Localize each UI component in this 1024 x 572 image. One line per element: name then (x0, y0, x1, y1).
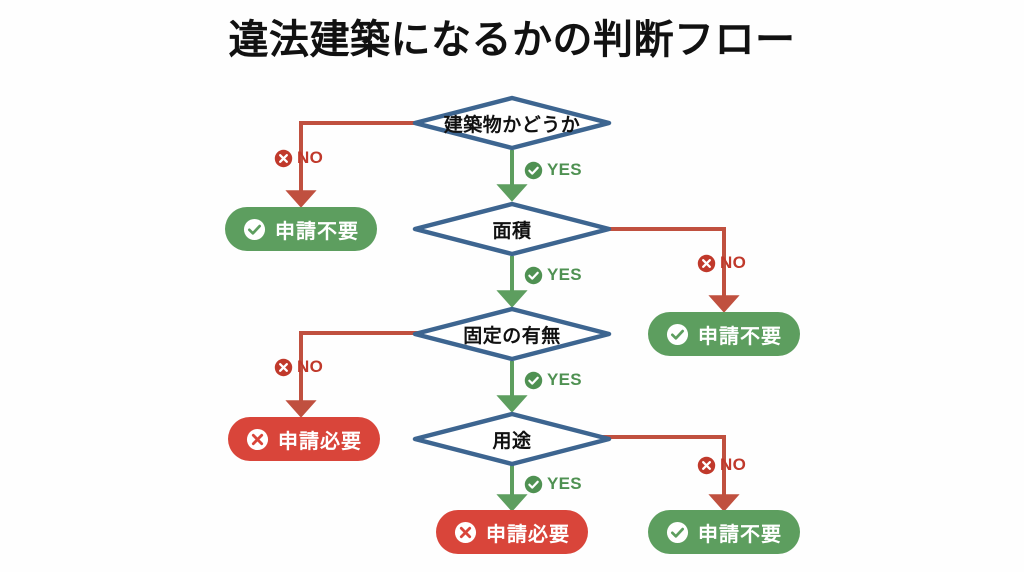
decision-node-usage[interactable]: 用途 (412, 411, 612, 467)
diamond-shape (412, 201, 612, 257)
result-pill-application-required-2[interactable]: 申請必要 (436, 510, 588, 554)
decision-node-fixed[interactable]: 固定の有無 (412, 306, 612, 362)
wire-d1-no (285, 121, 425, 208)
decision-label: 建築物かどうか (443, 114, 581, 136)
result-pill-no-application-1[interactable]: 申請不要 (225, 207, 377, 251)
result-label: 申請不要 (698, 325, 782, 348)
edge-marker-label: NO (297, 148, 324, 167)
wire-d3-no (285, 331, 425, 418)
result-label: 申請必要 (278, 430, 362, 453)
check-circle-icon (524, 161, 543, 179)
result-pill-no-application-2[interactable]: 申請不要 (648, 312, 800, 356)
cross-circle-icon (697, 456, 716, 474)
decision-label: 固定の有無 (463, 325, 561, 347)
check-circle-icon (243, 218, 266, 240)
wire-d2-no (600, 227, 740, 313)
edge-marker-label: YES (547, 265, 582, 284)
diamond-shape (412, 411, 612, 467)
edge-marker-no-2: NO (697, 253, 746, 273)
check-circle-icon (524, 371, 543, 389)
result-label: 申請不要 (275, 220, 359, 243)
edge-marker-label: YES (547, 474, 582, 493)
decision-node-building[interactable]: 建築物かどうか (412, 95, 612, 151)
result-pill-no-application-3[interactable]: 申請不要 (648, 510, 800, 554)
edge-marker-yes-1: YES (524, 160, 582, 180)
result-label: 申請必要 (486, 523, 570, 546)
edge-marker-label: YES (547, 160, 582, 179)
edge-marker-yes-2: YES (524, 265, 582, 285)
cross-circle-icon (454, 521, 477, 543)
edge-marker-no-4: NO (697, 455, 746, 475)
result-pill-application-required-1[interactable]: 申請必要 (228, 417, 380, 461)
decision-node-area[interactable]: 面積 (412, 201, 612, 257)
result-label: 申請不要 (698, 523, 782, 546)
check-circle-icon (666, 521, 689, 543)
diamond-shape (412, 95, 612, 151)
edge-marker-no-3: NO (274, 357, 323, 377)
decision-label: 面積 (492, 220, 532, 242)
cross-circle-icon (274, 358, 293, 376)
edge-marker-label: YES (547, 370, 582, 389)
check-circle-icon (524, 266, 543, 284)
cross-circle-icon (246, 428, 269, 450)
cross-circle-icon (274, 149, 293, 167)
wire-d4-no (600, 435, 740, 512)
diamond-shape (412, 306, 612, 362)
page-title: 違法建築になるかの判断フロー (228, 18, 796, 62)
decision-label: 用途 (492, 430, 532, 452)
check-circle-icon (524, 475, 543, 493)
edge-marker-label: NO (720, 253, 747, 272)
edge-marker-label: NO (297, 357, 324, 376)
edge-marker-no-1: NO (274, 148, 323, 168)
edge-marker-label: NO (720, 455, 747, 474)
cross-circle-icon (697, 254, 716, 272)
edge-marker-yes-3: YES (524, 370, 582, 390)
check-circle-icon (666, 323, 689, 345)
edge-marker-yes-4: YES (524, 474, 582, 494)
